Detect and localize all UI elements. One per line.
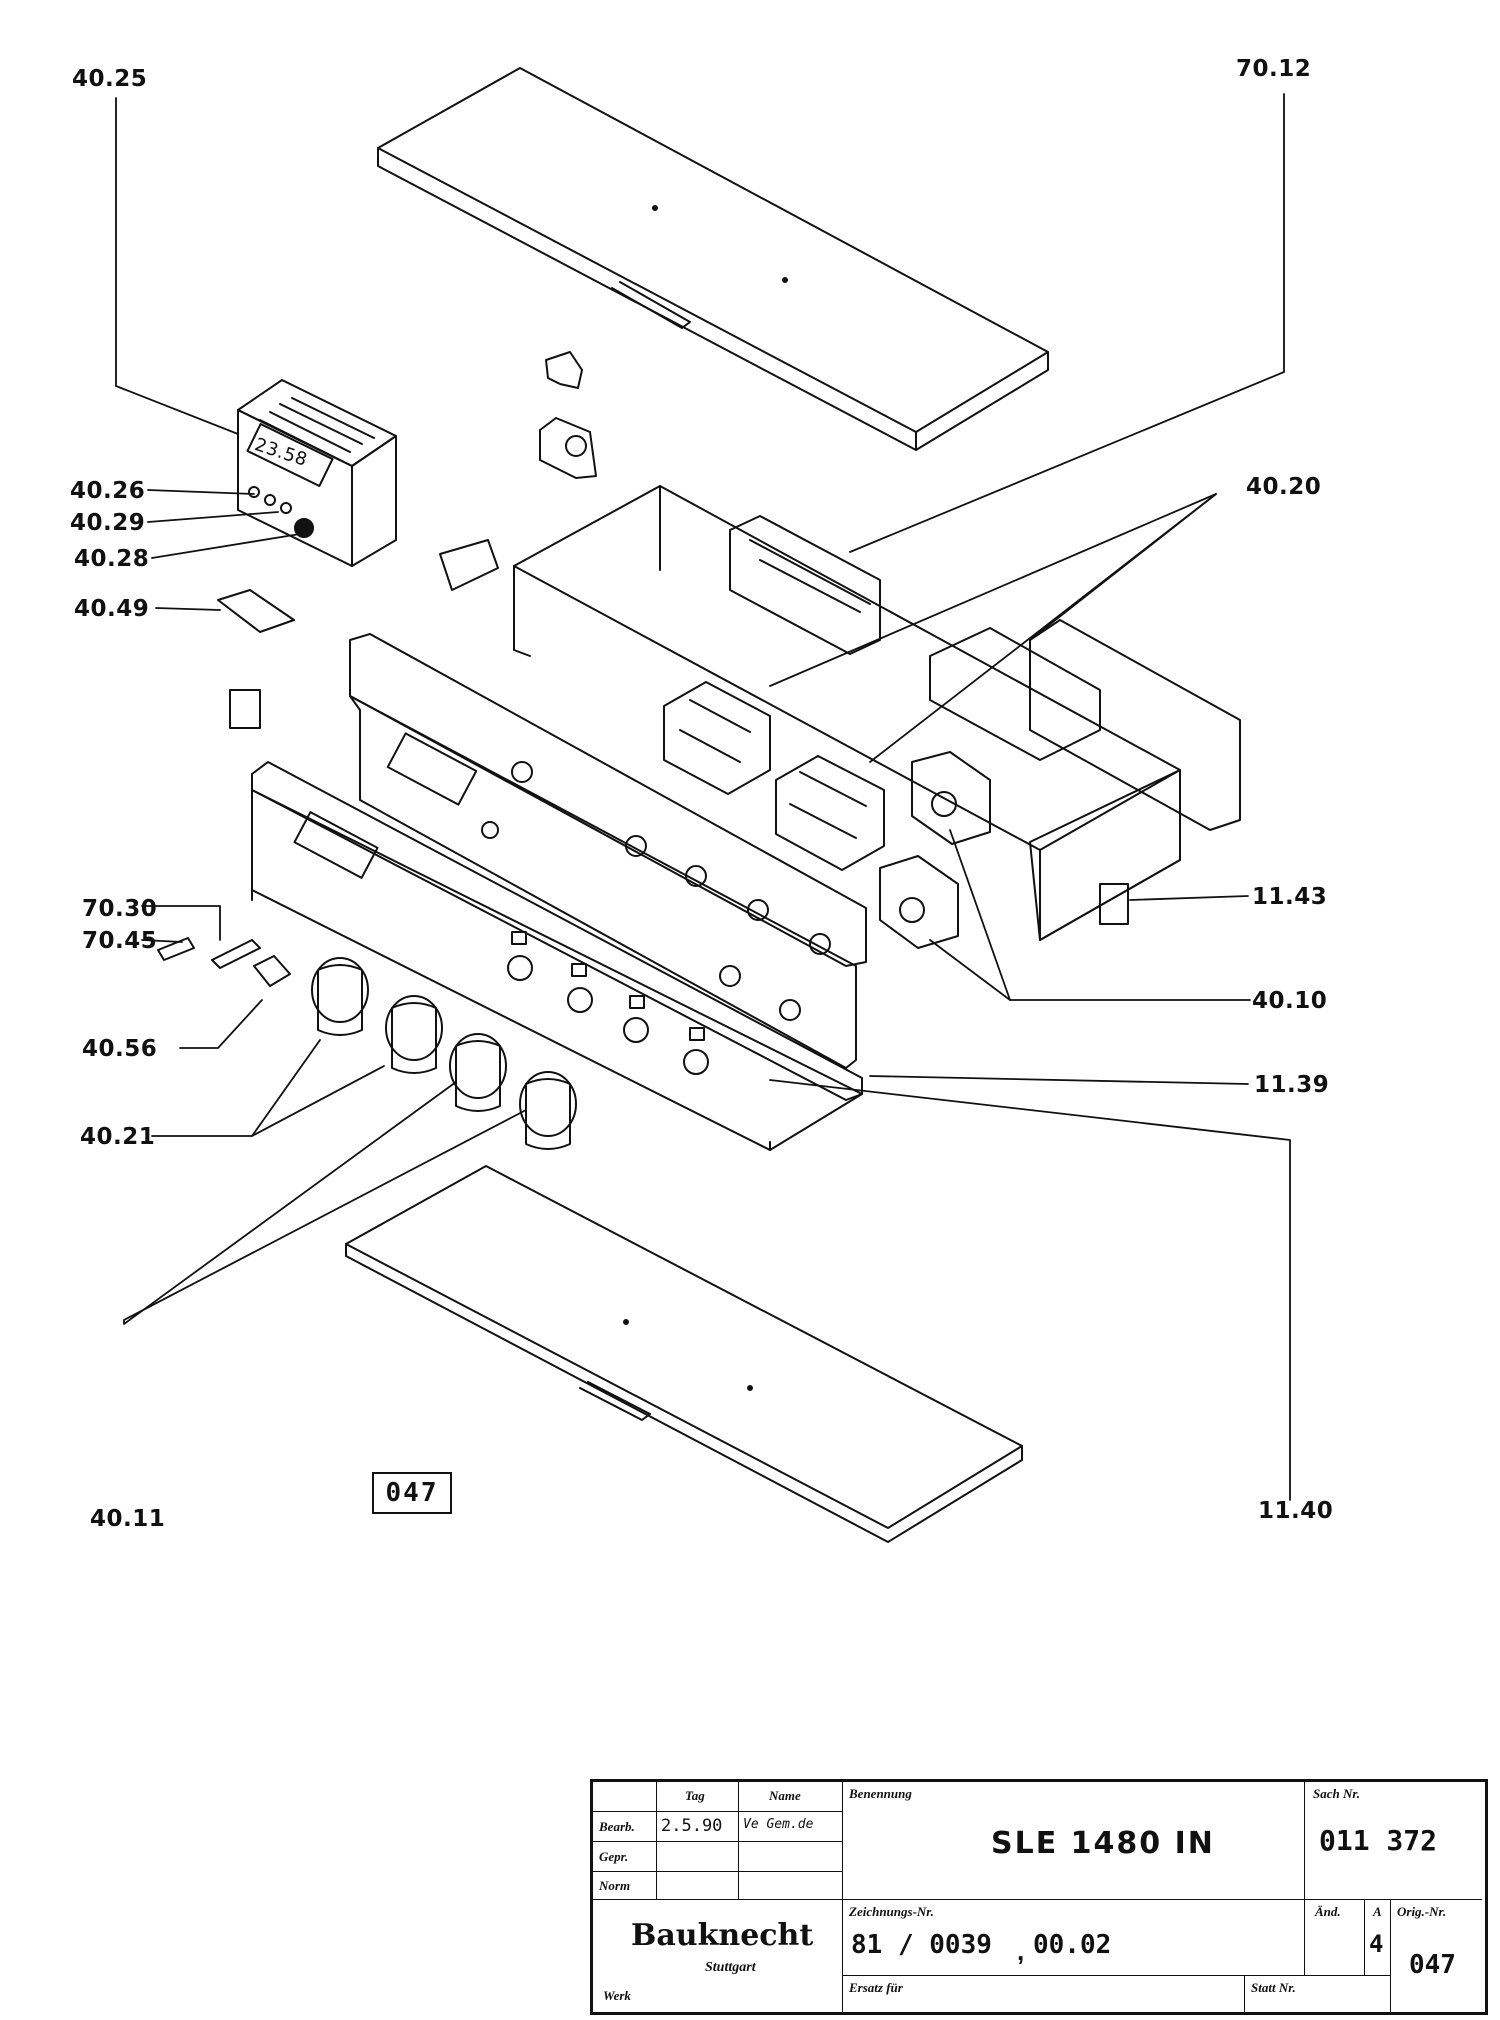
label-40-10: 40.10 bbox=[1252, 988, 1328, 1014]
tb-ersatz: Ersatz für bbox=[843, 1976, 1245, 2012]
small-block bbox=[229, 689, 261, 729]
tb-gepr-date bbox=[657, 1842, 739, 1872]
housing-frame bbox=[513, 485, 1181, 941]
bottom-cover bbox=[345, 1165, 1023, 1543]
tb-gepr-name bbox=[739, 1842, 843, 1872]
small-bracket bbox=[439, 539, 499, 591]
label-40-21: 40.21 bbox=[80, 1124, 156, 1150]
title-block: Tag Name Bearb. 2.5.90 Ve Gem.de Gepr. N… bbox=[590, 1779, 1488, 2015]
control-knob bbox=[385, 995, 443, 1074]
side-bracket bbox=[1029, 769, 1181, 941]
control-knob bbox=[311, 957, 369, 1036]
orig-number: 047 bbox=[1409, 1950, 1456, 1980]
leader-lines bbox=[115, 93, 1291, 1501]
label-40-11: 40.11 bbox=[90, 1506, 166, 1532]
tb-corner bbox=[593, 1782, 657, 1812]
label-40-49: 40.49 bbox=[74, 596, 150, 622]
tb-benennung: Benennung SLE 1480 IN bbox=[843, 1782, 1305, 1900]
mount-bracket bbox=[1099, 883, 1129, 925]
label-40-28: 40.28 bbox=[74, 546, 150, 572]
tb-a: A 4 bbox=[1365, 1900, 1391, 1976]
label-40-26: 40.26 bbox=[70, 478, 146, 504]
selector-switch bbox=[663, 681, 771, 795]
tb-norm-date bbox=[657, 1872, 739, 1900]
label-40-56: 40.56 bbox=[82, 1036, 158, 1062]
zeichnung-suffix: 00.02 bbox=[1033, 1930, 1112, 1960]
thermostat bbox=[879, 855, 959, 949]
label-40-29: 40.29 bbox=[70, 510, 146, 536]
cap-part bbox=[253, 955, 291, 987]
tb-row-norm: Norm bbox=[593, 1872, 657, 1900]
cover-plate bbox=[217, 589, 295, 633]
tb-bearb-name: Ve Gem.de bbox=[739, 1812, 843, 1842]
label-40-20: 40.20 bbox=[1246, 474, 1322, 500]
lamp-holder bbox=[211, 939, 261, 969]
clock-timer bbox=[237, 379, 397, 567]
top-cover bbox=[377, 67, 1049, 451]
terminal-block bbox=[729, 515, 881, 655]
clip-part bbox=[539, 351, 597, 479]
tb-zeichnung: Zeichnungs-Nr. 81 / 0039 , 00.02 bbox=[843, 1900, 1305, 1976]
tb-bearb-date: 2.5.90 bbox=[657, 1812, 739, 1842]
sach-number: 011 372 bbox=[1319, 1824, 1438, 1857]
label-70-45: 70.45 bbox=[82, 928, 158, 954]
label-40-25: 40.25 bbox=[72, 66, 148, 92]
selector-switch bbox=[775, 755, 885, 871]
tb-orig: Orig.-Nr. 047 bbox=[1397, 1904, 1456, 1980]
drawing-title: SLE 1480 IN bbox=[991, 1826, 1215, 1861]
sheet-number-box: 047 bbox=[372, 1472, 452, 1514]
tb-col-name: Name bbox=[739, 1782, 843, 1812]
tb-aend: Änd. bbox=[1305, 1900, 1365, 1976]
tb-norm-name bbox=[739, 1872, 843, 1900]
label-70-12: 70.12 bbox=[1236, 56, 1312, 82]
tb-row-gepr: Gepr. bbox=[593, 1842, 657, 1872]
zeichnung-number: 81 / 0039 bbox=[851, 1930, 992, 1960]
control-knob bbox=[519, 1071, 577, 1150]
tb-sach: Sach Nr. 011 372 bbox=[1305, 1782, 1482, 1900]
thermostat bbox=[911, 751, 991, 845]
label-11-39: 11.39 bbox=[1254, 1072, 1330, 1098]
label-11-43: 11.43 bbox=[1252, 884, 1328, 910]
tb-row-bearb: Bearb. bbox=[593, 1812, 657, 1842]
label-70-30: 70.30 bbox=[82, 896, 158, 922]
control-knob bbox=[449, 1033, 507, 1112]
tb-brand-cell: Bauknecht Stuttgart Werk bbox=[593, 1900, 843, 2012]
circuit-board bbox=[929, 619, 1241, 831]
tb-col-tag: Tag bbox=[657, 1782, 739, 1812]
label-11-40: 11.40 bbox=[1258, 1498, 1334, 1524]
control-panel-frame bbox=[349, 633, 867, 1069]
control-fascia bbox=[251, 761, 863, 1151]
tb-statt: Statt Nr. bbox=[1245, 1976, 1391, 2012]
brand-logo: Bauknecht bbox=[631, 1918, 814, 1953]
